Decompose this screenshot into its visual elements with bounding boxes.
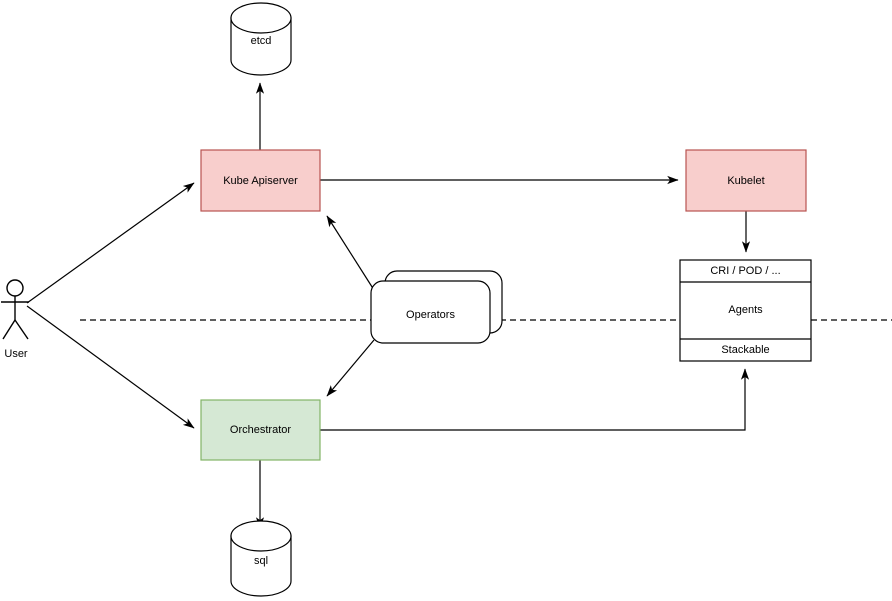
agents-row-stackable-label: Stackable	[721, 344, 769, 356]
sql-cylinder-body	[230, 535, 292, 597]
edge-operators-to-kube-apiserver	[326, 215, 375, 291]
node-kubelet[interactable]: Kubelet	[685, 149, 807, 212]
sql-cylinder-top	[230, 520, 292, 552]
kubelet-box	[685, 149, 807, 212]
kube-apiserver-label: Kube Apiserver	[223, 175, 298, 187]
agents-row-agents-label: Agents	[728, 304, 763, 316]
kubelet-label: Kubelet	[727, 175, 764, 187]
node-orchestrator[interactable]: Orchestrator	[200, 399, 321, 461]
orchestrator-box	[200, 399, 321, 461]
edge-user-to-kube-apiserver	[26, 182, 195, 304]
operators-label: Operators	[406, 309, 455, 321]
node-sql[interactable]: sql	[230, 520, 292, 597]
node-etcd[interactable]: etcd	[230, 2, 292, 76]
user-label: User	[4, 348, 28, 360]
node-agents[interactable]: CRI / POD / ... Agents Stackable	[679, 259, 812, 362]
operators-front-card	[370, 280, 491, 344]
user-leg-left-icon	[2, 319, 16, 340]
edge-orchestrator-to-stackable	[320, 368, 750, 431]
etcd-cylinder-top	[230, 2, 292, 34]
etcd-label: etcd	[251, 35, 272, 47]
node-operators[interactable]: Operators	[370, 270, 503, 344]
edge-operators-to-orchestrator	[326, 339, 375, 397]
orchestrator-label: Orchestrator	[230, 424, 291, 436]
sql-label: sql	[254, 555, 268, 567]
node-kube-apiserver[interactable]: Kube Apiserver	[200, 149, 321, 212]
node-user[interactable]: User	[1, 279, 29, 360]
user-head-icon	[6, 279, 24, 297]
edge-user-to-orchestrator	[26, 305, 195, 429]
kube-apiserver-box	[200, 149, 321, 212]
etcd-cylinder-body	[230, 17, 292, 76]
user-leg-right-icon	[14, 319, 29, 340]
agents-box	[679, 259, 812, 362]
agents-row-cri-label: CRI / POD / ...	[710, 265, 780, 277]
